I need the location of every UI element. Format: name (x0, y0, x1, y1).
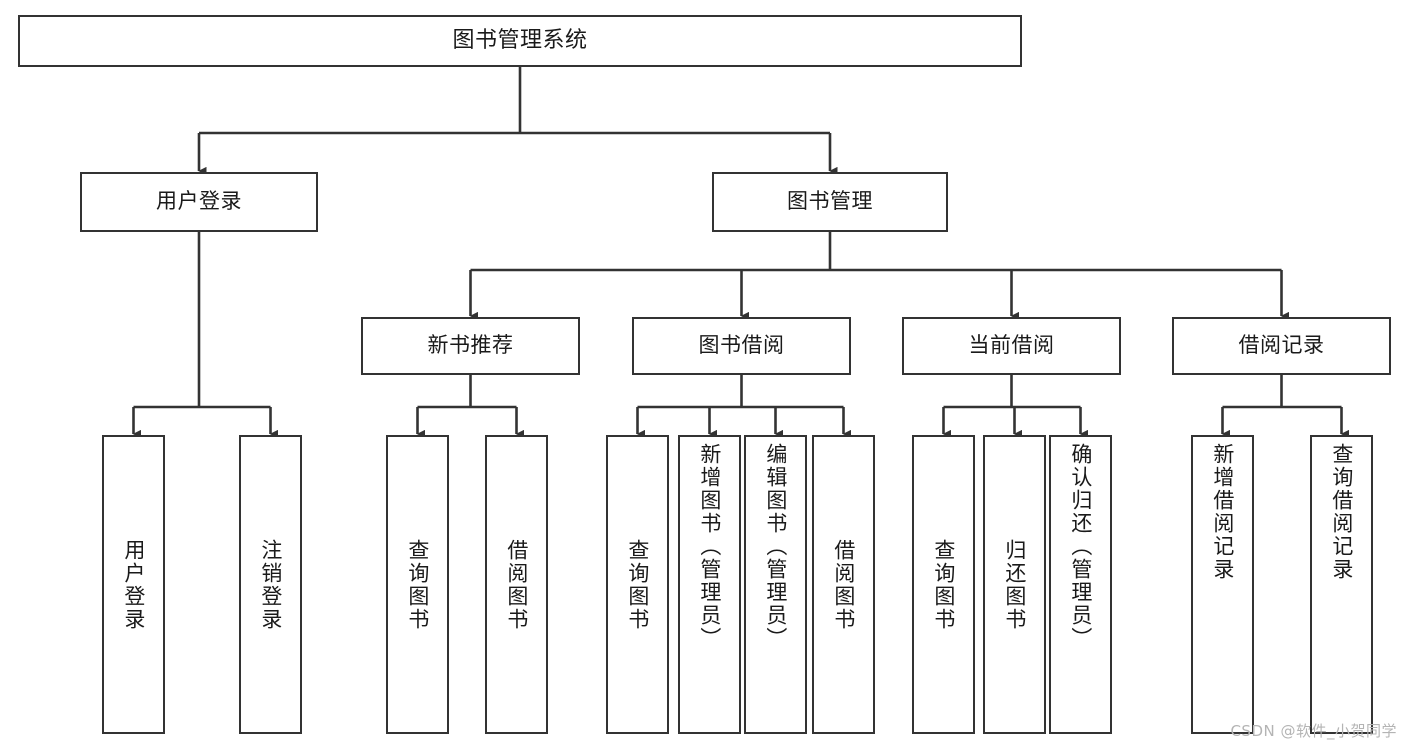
node-user-login[interactable]: 用户登录 (80, 172, 318, 232)
node-label-current-borrow: 当前借阅 (968, 333, 1055, 358)
node-label-leaf-add-record: 新增借阅记录 (1210, 443, 1235, 581)
node-leaf-add-book[interactable]: 新增图书（管理员） (678, 435, 741, 734)
node-label-book-borrow: 图书借阅 (698, 333, 785, 358)
node-leaf-user-login[interactable]: 用户登录 (102, 435, 165, 734)
node-borrow-record[interactable]: 借阅记录 (1172, 317, 1391, 375)
node-label-leaf-confirm-return: 确认归还（管理员） (1068, 443, 1093, 650)
node-leaf-add-record[interactable]: 新增借阅记录 (1191, 435, 1254, 734)
node-label-leaf-query-book-3: 查询图书 (931, 538, 956, 631)
node-book-manage[interactable]: 图书管理 (712, 172, 948, 232)
node-new-book-rec[interactable]: 新书推荐 (361, 317, 580, 375)
node-leaf-query-book-3[interactable]: 查询图书 (912, 435, 975, 734)
node-label-leaf-add-book: 新增图书（管理员） (697, 443, 722, 650)
node-label-borrow-record: 借阅记录 (1238, 333, 1325, 358)
node-label-leaf-borrow-book-1: 借阅图书 (504, 538, 529, 631)
node-leaf-query-book-2[interactable]: 查询图书 (606, 435, 669, 734)
node-label-user-login: 用户登录 (156, 189, 242, 214)
node-label-leaf-query-book-1: 查询图书 (405, 538, 430, 631)
csdn-watermark: CSDN @软件_小贺同学 (1230, 722, 1397, 740)
node-root[interactable]: 图书管理系统 (18, 15, 1022, 67)
node-leaf-return-book[interactable]: 归还图书 (983, 435, 1046, 734)
node-leaf-confirm-return[interactable]: 确认归还（管理员） (1049, 435, 1112, 734)
node-label-leaf-query-record: 查询借阅记录 (1329, 443, 1354, 581)
node-leaf-edit-book[interactable]: 编辑图书（管理员） (744, 435, 807, 734)
node-label-new-book-rec: 新书推荐 (427, 333, 514, 358)
node-label-leaf-edit-book: 编辑图书（管理员） (763, 443, 788, 650)
node-label-leaf-user-login: 用户登录 (121, 538, 146, 631)
node-label-root: 图书管理系统 (452, 27, 588, 53)
node-label-leaf-borrow-book-2: 借阅图书 (831, 538, 856, 631)
node-label-book-manage: 图书管理 (787, 189, 873, 214)
node-leaf-query-book-1[interactable]: 查询图书 (386, 435, 449, 734)
node-leaf-borrow-book-1[interactable]: 借阅图书 (485, 435, 548, 734)
node-book-borrow[interactable]: 图书借阅 (632, 317, 851, 375)
node-label-leaf-query-book-2: 查询图书 (625, 538, 650, 631)
node-label-leaf-return-book: 归还图书 (1002, 538, 1027, 631)
node-leaf-user-logout[interactable]: 注销登录 (239, 435, 302, 734)
node-label-leaf-user-logout: 注销登录 (258, 538, 283, 631)
node-leaf-query-record[interactable]: 查询借阅记录 (1310, 435, 1373, 734)
node-leaf-borrow-book-2[interactable]: 借阅图书 (812, 435, 875, 734)
node-current-borrow[interactable]: 当前借阅 (902, 317, 1121, 375)
